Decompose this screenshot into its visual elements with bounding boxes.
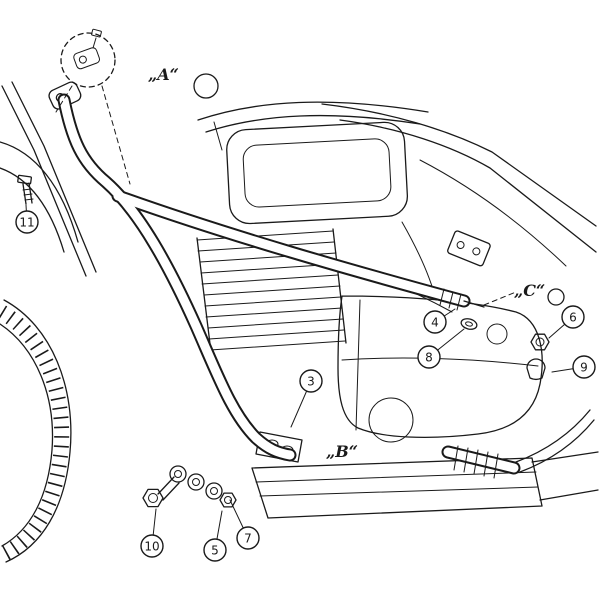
callout-11: 11 — [15, 204, 39, 234]
frame-bracket — [447, 230, 491, 267]
callout-number-7: 7 — [244, 532, 252, 546]
engine-guard-tube — [57, 93, 471, 462]
callout-circle-5 — [203, 538, 227, 562]
callout-circle-10 — [140, 534, 164, 558]
small-circle-marker-right — [547, 288, 565, 306]
callout-number-3: 3 — [307, 375, 315, 389]
callout-number-6: 6 — [569, 311, 577, 325]
part-label-B: „B“ — [326, 442, 358, 461]
tank-outline — [197, 101, 429, 151]
front-fender — [0, 141, 79, 253]
fastener-cluster — [142, 465, 237, 508]
callout-circle-7 — [236, 526, 260, 550]
small-circle-marker-top — [193, 73, 219, 99]
footpeg — [441, 445, 521, 479]
oil-pan — [251, 451, 599, 519]
callout-9: 9 — [551, 355, 596, 379]
valve-cover — [226, 121, 409, 225]
label-layer: „A“ „C“ „B“ — [148, 65, 545, 461]
callout-number-10: 10 — [144, 540, 159, 554]
callout-number-9: 9 — [580, 361, 588, 375]
front-wheel — [0, 299, 72, 563]
callout-number-4: 4 — [431, 316, 439, 330]
hex-nut — [530, 333, 550, 351]
callout-circle-6 — [561, 305, 585, 329]
mounting-bolt-11 — [17, 174, 34, 205]
stud-washer — [460, 318, 478, 330]
callout-7: 7 — [229, 499, 260, 550]
cap-nut — [526, 358, 546, 380]
part-label-A: „A“ — [148, 65, 179, 84]
part-label-C: „C“ — [514, 281, 545, 300]
detail-bubble-a — [55, 28, 131, 185]
callout-circle-8 — [417, 345, 441, 369]
callout-circle-9 — [572, 355, 596, 379]
callout-8: 8 — [417, 328, 465, 369]
callout-4: 4 — [423, 308, 456, 334]
tube-thread-stud — [439, 288, 517, 311]
brake-lever — [515, 409, 595, 473]
callout-circle-11 — [15, 210, 39, 234]
callout-3: 3 — [290, 369, 323, 428]
callout-number-8: 8 — [425, 351, 433, 365]
callout-5: 5 — [203, 510, 227, 562]
callout-number-11: 11 — [19, 216, 34, 230]
callout-6: 6 — [548, 305, 585, 339]
front-fork — [1, 81, 97, 277]
callout-10: 10 — [140, 508, 164, 558]
callout-circle-4 — [423, 310, 447, 334]
callout-circle-3 — [299, 369, 323, 393]
callout-number-5: 5 — [211, 544, 219, 558]
callout-layer: 11 3 4 8 6 9 10 5 7 — [15, 204, 596, 562]
